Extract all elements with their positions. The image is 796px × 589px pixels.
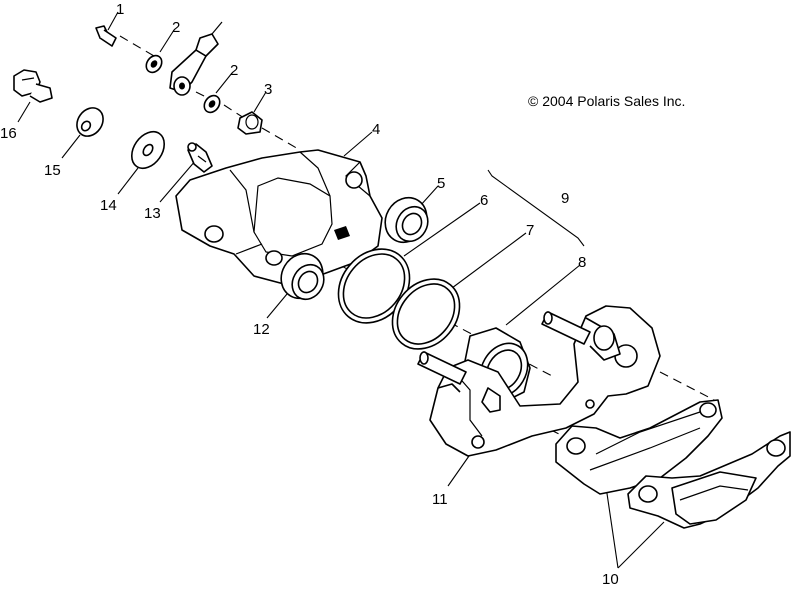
callout-16: 16 bbox=[0, 125, 17, 142]
part-6-o-ring bbox=[337, 248, 411, 324]
callout-5: 5 bbox=[437, 175, 445, 192]
callout-14: 14 bbox=[100, 197, 117, 214]
part-9-slide-pin-lower bbox=[417, 351, 467, 385]
part-9-slide-pin-upper bbox=[541, 311, 591, 345]
part-2-washer-upper bbox=[145, 54, 163, 74]
callout-10: 10 bbox=[602, 571, 619, 588]
callout-2-lower: 2 bbox=[230, 62, 238, 79]
part-12-piston-seal bbox=[280, 252, 325, 301]
callout-8: 8 bbox=[578, 254, 586, 271]
callout-1: 1 bbox=[116, 1, 124, 18]
part-13-bleeder-screw bbox=[187, 142, 213, 173]
callout-6: 6 bbox=[480, 192, 488, 209]
brake-line-fitting bbox=[169, 21, 223, 96]
part-5-piston-seal bbox=[384, 196, 429, 244]
callout-3: 3 bbox=[264, 81, 272, 98]
callout-2-upper: 2 bbox=[172, 19, 180, 36]
callout-labels: 1 2 2 3 4 5 6 7 8 9 10 11 12 13 14 15 16 bbox=[0, 1, 619, 588]
callout-7: 7 bbox=[526, 222, 534, 239]
part-10-brake-pad-front bbox=[627, 431, 791, 529]
callout-12: 12 bbox=[253, 321, 270, 338]
callout-13: 13 bbox=[144, 205, 161, 222]
part-14-washer bbox=[130, 130, 166, 170]
part-15-washer bbox=[76, 107, 104, 137]
part-11-mounting-bracket bbox=[429, 305, 661, 457]
part-10-brake-pad-rear bbox=[555, 399, 723, 495]
copyright-notice: © 2004 Polaris Sales Inc. bbox=[528, 93, 686, 109]
part-1-banjo-bolt bbox=[95, 25, 117, 47]
part-2-washer-lower bbox=[203, 94, 221, 114]
callout-9: 9 bbox=[561, 190, 569, 207]
part-3-bushing bbox=[237, 111, 263, 135]
callout-4: 4 bbox=[372, 121, 380, 138]
callout-11: 11 bbox=[432, 491, 448, 508]
part-7-o-ring bbox=[391, 278, 461, 350]
callout-15: 15 bbox=[44, 162, 61, 179]
part-16-bolt bbox=[13, 69, 53, 103]
part-4-caliper-body bbox=[175, 149, 383, 285]
